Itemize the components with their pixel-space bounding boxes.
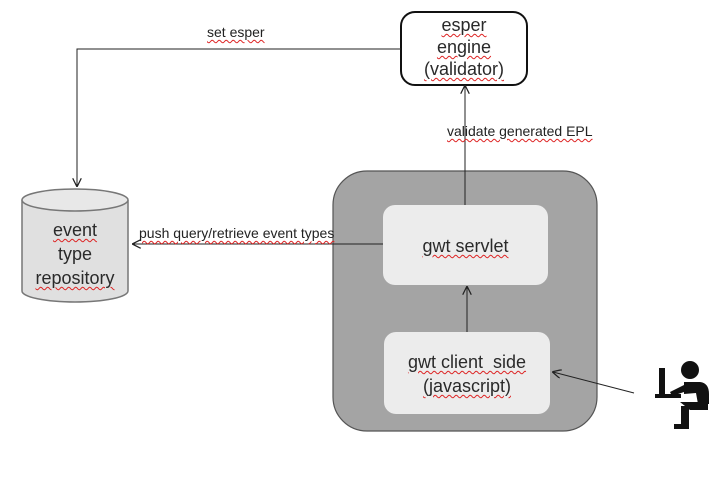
esper-engine-line-3: (validator) — [401, 58, 527, 80]
esper-engine-line-1: esper — [401, 14, 527, 36]
edge-label-push-query-text: push query/retrieve event types — [139, 225, 335, 241]
esper-engine-line-2: engine — [401, 36, 527, 58]
edge-user-to-client — [553, 372, 635, 394]
gwt-servlet-box — [383, 205, 548, 285]
gwt-servlet-label: gwt servlet — [383, 235, 548, 258]
esper-engine-line-1-text: esper — [441, 15, 487, 35]
edge-set-esper — [77, 48, 401, 186]
gwt-client-line-2-text: (javascript) — [422, 376, 511, 396]
event-repository-line-3-text: repository — [35, 268, 115, 288]
gwt-client-line-1-text: gwt client side — [407, 352, 527, 372]
edge-label-push-query: push query/retrieve event types — [139, 225, 334, 241]
edge-label-set-esper-text: set esper — [207, 24, 265, 40]
esper-engine-label: esper engine (validator) — [401, 14, 527, 80]
edge-label-set-esper: set esper — [207, 24, 265, 40]
event-repository-line-2: type — [22, 242, 128, 266]
gwt-servlet-text: gwt servlet — [422, 236, 509, 256]
event-repository-cylinder — [21, 188, 129, 303]
gwt-client-line-1: gwt client side — [384, 350, 550, 374]
gwt-client-label: gwt client side (javascript) — [384, 350, 550, 398]
esper-engine-line-3-text: (validator) — [423, 59, 505, 79]
person-at-computer-icon — [655, 361, 709, 429]
edge-label-validate-epl-text: validate generated EPL — [447, 123, 593, 139]
esper-engine-line-2-text: engine — [436, 37, 492, 57]
event-repository-line-1-text: event — [52, 220, 98, 240]
event-repository-label: event type repository — [22, 218, 128, 290]
edge-label-validate-epl: validate generated EPL — [447, 123, 593, 139]
event-repository-line-1: event — [22, 218, 128, 242]
gwt-client-box — [384, 332, 550, 414]
event-repository-line-2-text: type — [57, 244, 93, 264]
event-repository-line-3: repository — [22, 266, 128, 290]
gwt-client-line-2: (javascript) — [384, 374, 550, 398]
